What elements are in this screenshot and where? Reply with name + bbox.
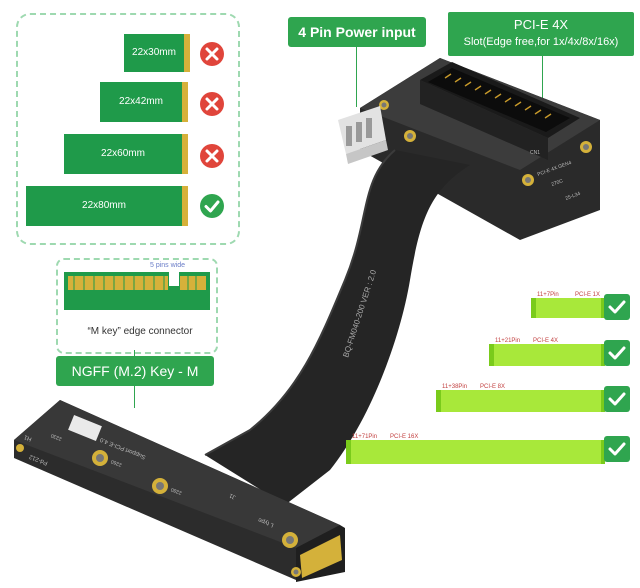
check-icon	[604, 294, 630, 320]
card-22x80: 22x80mm	[26, 186, 188, 226]
ngff-label: NGFF (M.2) Key - M	[56, 356, 214, 386]
svg-text:2260: 2260	[110, 458, 123, 468]
mkey-connector-graphic	[64, 272, 210, 310]
pcie-title: PCI-E 4X	[513, 17, 569, 32]
no-icon	[200, 42, 224, 66]
slot-block	[531, 344, 605, 366]
no-icon	[200, 92, 224, 116]
svg-text:L type: L type	[257, 516, 275, 528]
slot-label: PCI-E 1X	[575, 292, 601, 298]
card-label: 22x30mm	[132, 47, 176, 58]
slot-label: PCI-E 8X	[480, 384, 506, 390]
power-leader-line	[356, 47, 357, 107]
check-icon	[604, 340, 630, 366]
ngff-leader-line	[134, 386, 135, 408]
svg-text:25-L34: 25-L34	[565, 191, 582, 202]
svg-text:2280: 2280	[170, 486, 183, 496]
svg-text:CN1: CN1	[530, 150, 540, 156]
mkey-panel	[56, 258, 218, 354]
pcie-subtitle: Slot(Edge free,for 1x/4x/8x/16x)	[463, 36, 619, 48]
compat-row-1x: 11+7Pin PCI-E 1X	[531, 292, 605, 320]
svg-text:270C: 270C	[551, 178, 565, 188]
power-input-label: 4 Pin Power input	[288, 17, 426, 47]
pin-block	[436, 390, 479, 412]
card-label: 22x60mm	[101, 148, 145, 159]
slot-block	[573, 298, 605, 318]
mkey-leader-line	[134, 350, 135, 358]
card-label: 22x42mm	[119, 96, 163, 107]
pcie-leader-line	[542, 56, 543, 98]
pin-block	[346, 440, 389, 464]
check-icon	[604, 386, 630, 412]
compat-row-8x: 11+38Pin PCI-E 8X	[436, 382, 605, 414]
check-icon	[200, 194, 224, 218]
pins-label: 11+21Pin	[495, 338, 521, 344]
card-22x60: 22x60mm	[64, 134, 188, 174]
slot-label: PCI-E 16X	[390, 434, 419, 440]
slot-label: PCI-E 4X	[533, 338, 559, 344]
check-icon	[604, 436, 630, 462]
pin-block	[531, 298, 574, 318]
pcie-label: PCI-E 4X Slot(Edge free,for 1x/4x/8x/16x…	[448, 12, 634, 56]
mkey-pins-note: 5 pins wide	[150, 262, 186, 269]
pins-label: 11+38Pin	[442, 384, 468, 390]
pins-label: 11+7Pin	[537, 292, 559, 298]
m2-size-panel	[16, 13, 240, 245]
card-22x42: 22x42mm	[100, 82, 188, 122]
card-label: 22x80mm	[82, 200, 126, 211]
card-22x30: 22x30mm	[124, 34, 190, 72]
pins-label: 11+71Pin	[352, 434, 378, 440]
svg-text:J1: J1	[228, 492, 237, 500]
svg-text:H1: H1	[23, 433, 33, 442]
no-icon	[200, 144, 224, 168]
compat-row-16x: 11+71Pin PCI-E 16X	[346, 432, 605, 466]
compat-row-4x: 11+21Pin PCI-E 4X	[489, 336, 605, 368]
mkey-caption: “M key” edge connector	[87, 326, 193, 337]
pin-block	[489, 344, 532, 366]
svg-text:2230: 2230	[50, 432, 63, 442]
slot-block	[388, 440, 605, 464]
slot-block	[478, 390, 605, 412]
